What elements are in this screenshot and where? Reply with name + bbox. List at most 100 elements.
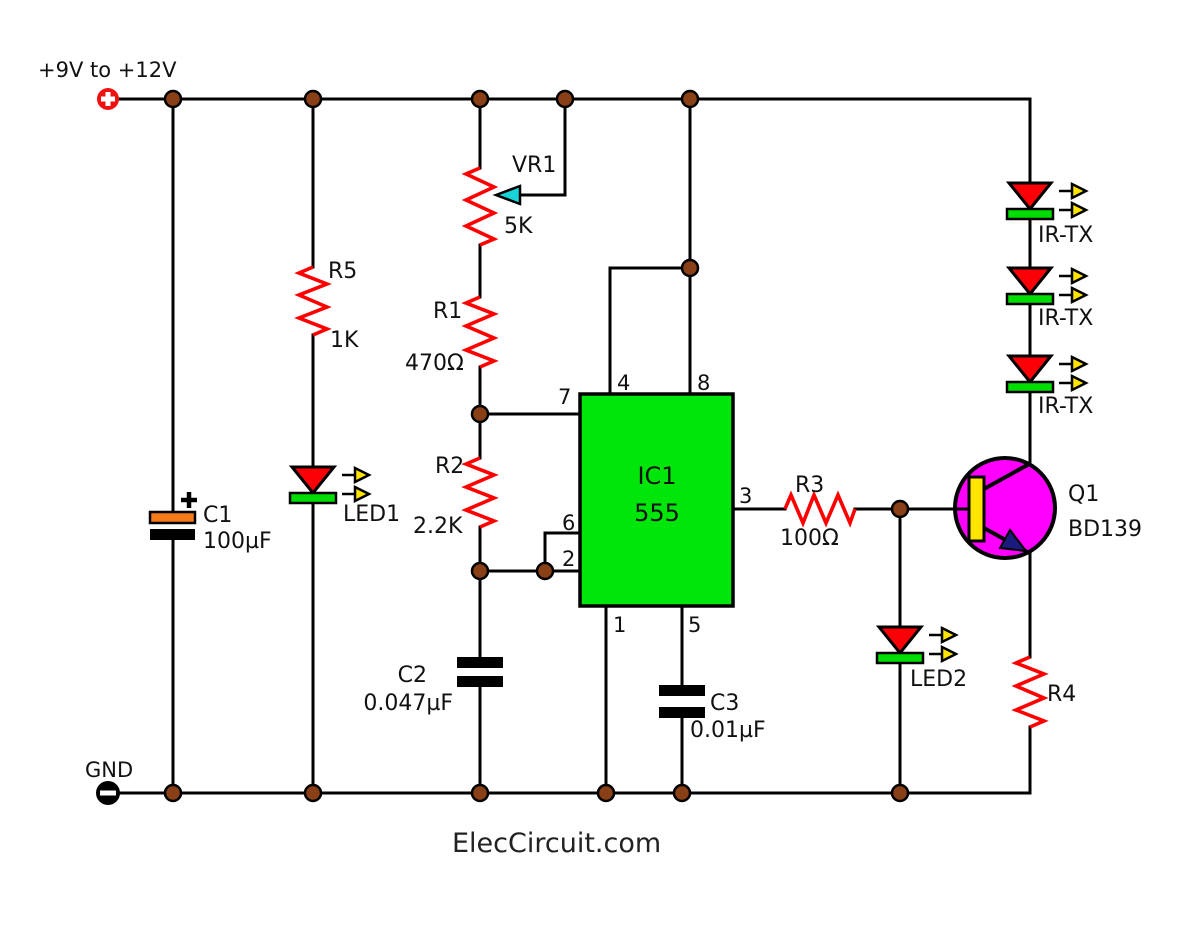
ground-terminal-icon (96, 781, 120, 805)
q1-ref-label: Q1 (1068, 482, 1099, 507)
ir-led3-emission-arrows-icon (1059, 354, 1089, 393)
c3-ref-label: C3 (710, 691, 739, 716)
ic1-pin3-label: 3 (739, 484, 752, 508)
led1-emission-arrows-icon (342, 465, 372, 504)
junction-dot (680, 258, 700, 278)
ic1-pin6-label: 6 (562, 511, 575, 535)
ic1-pin8-label: 8 (697, 371, 710, 395)
junction-dot (163, 783, 183, 803)
ir-led3-triangle (1005, 354, 1055, 385)
q1-collector-lead (983, 461, 1032, 491)
r5-ref-label: R5 (328, 259, 357, 284)
r2-value-label: 2.2K (413, 514, 463, 539)
r4-ref-label: R4 (1047, 682, 1076, 707)
ir-led1-triangle (1005, 181, 1055, 212)
junction-dot (470, 561, 490, 581)
led1-triangle (288, 465, 338, 496)
ic1-part-label: 555 (634, 499, 680, 527)
r1-zigzag (461, 295, 499, 369)
junction-dot (680, 89, 700, 109)
capacitor-c2 (457, 657, 503, 687)
ir-led3-cathode-bar (1005, 380, 1055, 394)
ic1-pin1-label: 1 (613, 613, 626, 637)
positive-rail-label: +9V to +12V (38, 58, 177, 82)
c1-plate-negative (150, 529, 195, 540)
junction-dot (596, 783, 616, 803)
c3-plate-bottom (659, 707, 705, 718)
c1-value-label: 100µF (203, 529, 272, 554)
ir-led2-emission-arrows-icon (1059, 266, 1089, 305)
r5-zigzag (294, 265, 332, 337)
ir-led3-symbol (1005, 354, 1089, 394)
r2-ref-label: R2 (435, 454, 464, 479)
junction-dot (890, 783, 910, 803)
ic1-pin4-label: 4 (617, 371, 630, 395)
led2-cathode-bar (875, 651, 925, 665)
r3-zigzag (783, 490, 857, 528)
ic1-pin2-label: 2 (562, 547, 575, 571)
vr1-value-label: 5K (504, 214, 533, 239)
vr1-zigzag (461, 166, 499, 247)
c1-plate-positive (148, 510, 197, 525)
c2-plate-bottom (457, 676, 503, 687)
junction-dot (470, 89, 490, 109)
junction-dot (672, 783, 692, 803)
junction-dot (470, 404, 490, 424)
ir-tx-label-2: IR-TX (1038, 306, 1093, 331)
r1-ref-label: R1 (433, 299, 462, 324)
q1-emitter-arrow-icon (998, 528, 1029, 553)
r3-value-label: 100Ω (780, 526, 839, 551)
junction-dot (555, 89, 575, 109)
watermark-label: ElecCircuit.com (452, 828, 661, 859)
capacitor-c3 (659, 685, 705, 718)
ground-label: GND (85, 758, 133, 782)
resistors (294, 166, 1049, 729)
ir-led1-symbol (1005, 181, 1089, 221)
r1-value-label: 470Ω (405, 351, 464, 376)
wires (106, 97, 1032, 795)
ir-led2-cathode-bar (1005, 292, 1055, 306)
c1-polarity-plus-icon (181, 492, 197, 508)
c2-value-label: 0.047µF (363, 691, 453, 716)
ir-led1-cathode-bar (1005, 207, 1055, 221)
r5-value-label: 1K (330, 328, 359, 353)
transistor-q1 (900, 456, 1057, 560)
led1-ref-label: LED1 (343, 502, 400, 527)
junction-dots (163, 89, 910, 803)
junction-dot (890, 499, 910, 519)
led2-emission-arrows-icon (929, 625, 959, 664)
wire-pin6-route (543, 531, 582, 573)
ir-tx-label-1: IR-TX (1038, 223, 1093, 248)
capacitor-c1 (148, 492, 197, 540)
led2-symbol (875, 625, 959, 665)
junction-dot (303, 783, 323, 803)
r4-zigzag (1011, 655, 1049, 729)
positive-terminal-icon (97, 88, 119, 110)
ic1-body (578, 392, 735, 608)
ic1-pin7-label: 7 (558, 385, 571, 409)
ir-led2-triangle (1005, 266, 1055, 297)
ic1-pin5-label: 5 (688, 613, 701, 637)
c1-ref-label: C1 (203, 503, 232, 528)
c3-value-label: 0.01µF (690, 718, 766, 743)
ir-led2-symbol (1005, 266, 1089, 306)
r3-ref-label: R3 (795, 473, 824, 498)
junction-dot (163, 89, 183, 109)
junction-dot (303, 89, 323, 109)
r2-zigzag (461, 456, 499, 529)
wire-pin4-route (608, 266, 692, 396)
wire-vr1-wiper (518, 97, 567, 197)
ic1-ref-label: IC1 (637, 462, 676, 490)
c3-plate-top (659, 685, 705, 696)
led2-triangle (875, 625, 925, 656)
led1-cathode-bar (288, 491, 338, 505)
q1-base-bar (967, 475, 986, 543)
ir-tx-label-3: IR-TX (1038, 394, 1093, 419)
c2-ref-label: C2 (398, 663, 427, 688)
c2-plate-top (457, 657, 503, 668)
vr1-wiper-arrow-icon (492, 184, 522, 206)
junction-dot (470, 783, 490, 803)
led2-ref-label: LED2 (910, 667, 967, 692)
